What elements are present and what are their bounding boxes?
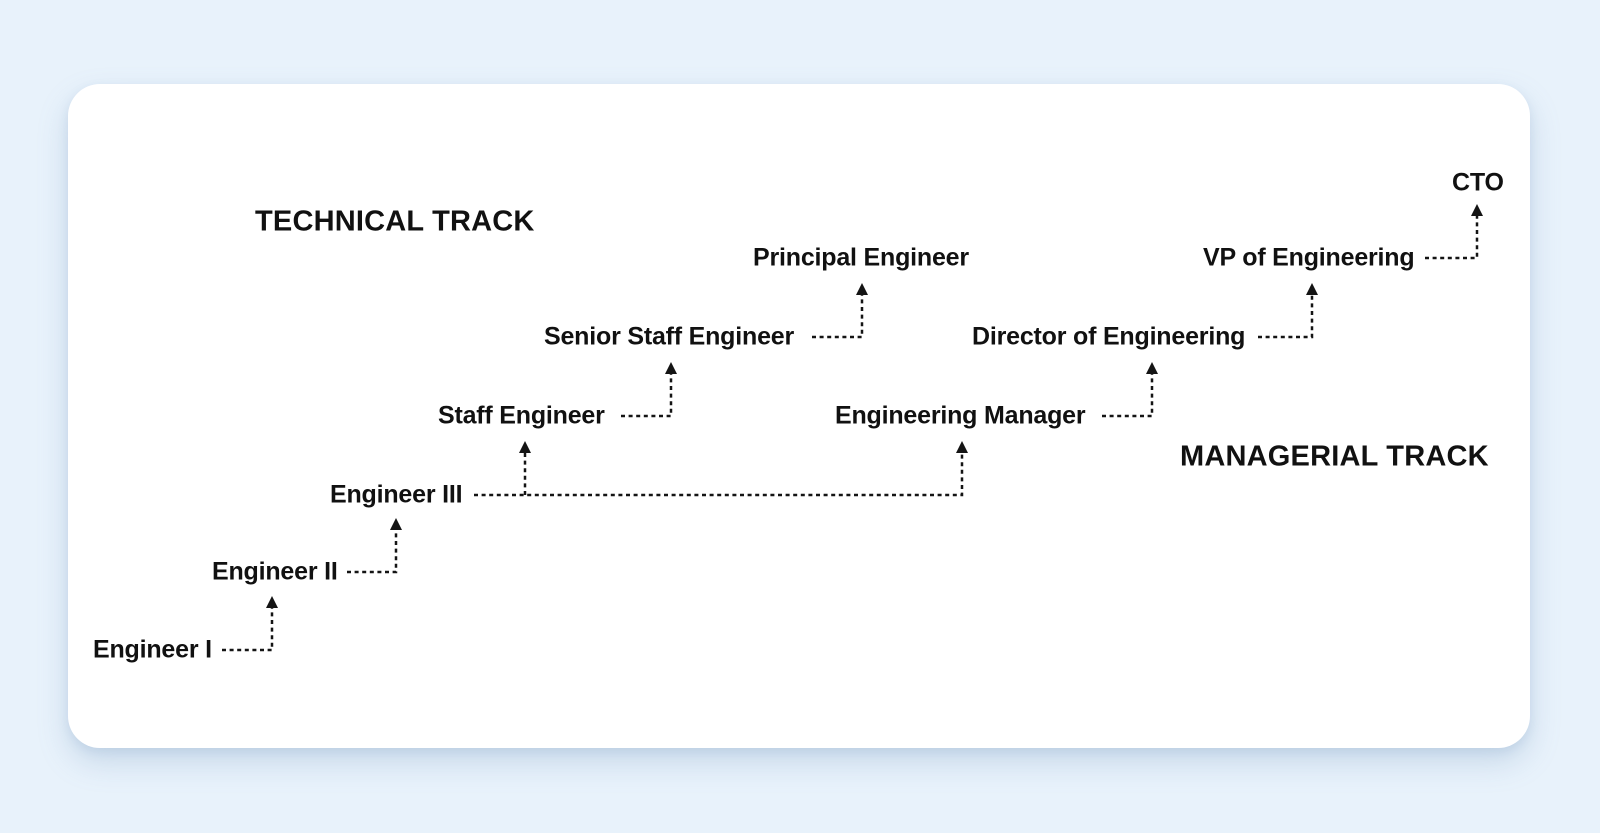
arrowhead-director-of-engineering xyxy=(1146,362,1158,374)
arrow-engineering-manager-to-director xyxy=(1102,374,1154,418)
node-senior-staff-engineer: Senior Staff Engineer xyxy=(544,322,795,351)
arrowhead-principal-engineer xyxy=(856,283,868,295)
arrowhead-staff-engineer xyxy=(519,441,531,453)
diagram-card xyxy=(68,84,1530,748)
node-engineer-i: Engineer I xyxy=(93,635,212,664)
node-staff-engineer: Staff Engineer xyxy=(438,401,605,430)
arrow-staff-to-senior-staff xyxy=(621,374,673,418)
node-engineer-iii: Engineer III xyxy=(330,480,463,509)
node-principal-engineer: Principal Engineer xyxy=(753,243,969,272)
managerial-track-title: MANAGERIAL TRACK xyxy=(1180,440,1489,473)
arrow-engineer-ii-to-engineer-iii xyxy=(347,530,398,574)
arrow-engineer-iii-to-engineering-manager xyxy=(474,453,964,497)
node-engineering-manager: Engineering Manager xyxy=(835,401,1086,430)
arrowhead-engineering-manager xyxy=(956,441,968,453)
arrow-senior-staff-to-principal xyxy=(812,295,864,339)
arrowhead-vp-of-engineering xyxy=(1306,283,1318,295)
node-director-of-engineering: Director of Engineering xyxy=(972,322,1246,351)
arrowhead-engineer-ii xyxy=(266,596,278,608)
arrowhead-cto xyxy=(1471,204,1483,216)
node-vp-of-engineering: VP of Engineering xyxy=(1203,243,1415,272)
technical-track-title: TECHNICAL TRACK xyxy=(255,205,535,238)
arrowhead-engineer-iii xyxy=(390,518,402,530)
node-cto: CTO xyxy=(1452,168,1504,197)
arrow-vp-to-cto xyxy=(1425,216,1479,260)
arrow-engineer-i-to-engineer-ii xyxy=(222,608,274,652)
node-engineer-ii: Engineer II xyxy=(212,557,338,586)
arrowhead-senior-staff-engineer xyxy=(665,362,677,374)
arrow-director-to-vp xyxy=(1258,295,1314,339)
